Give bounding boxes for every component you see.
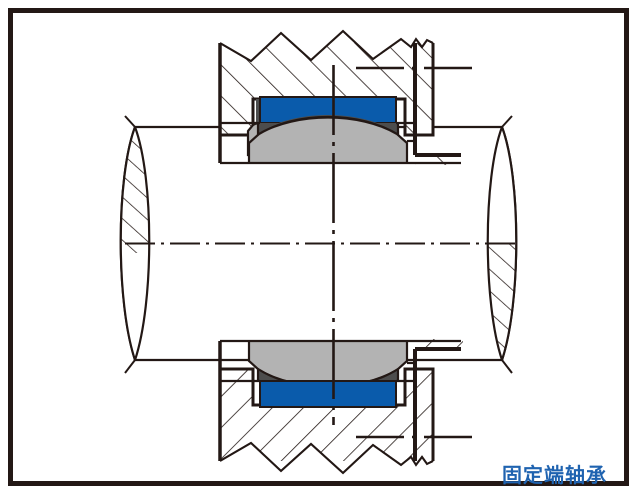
outer-ring-lower bbox=[259, 380, 397, 408]
bearing-cross-section-drawing bbox=[119, 23, 521, 481]
right-flange-upper bbox=[415, 155, 463, 165]
bearing-lower bbox=[247, 339, 409, 408]
right-flange-lower bbox=[415, 339, 463, 349]
bearing-upper bbox=[246, 96, 409, 165]
figure-caption: 固定端轴承 bbox=[502, 463, 607, 487]
centerlines bbox=[125, 65, 521, 439]
figure-border: 固定端轴承 bbox=[8, 8, 629, 487]
